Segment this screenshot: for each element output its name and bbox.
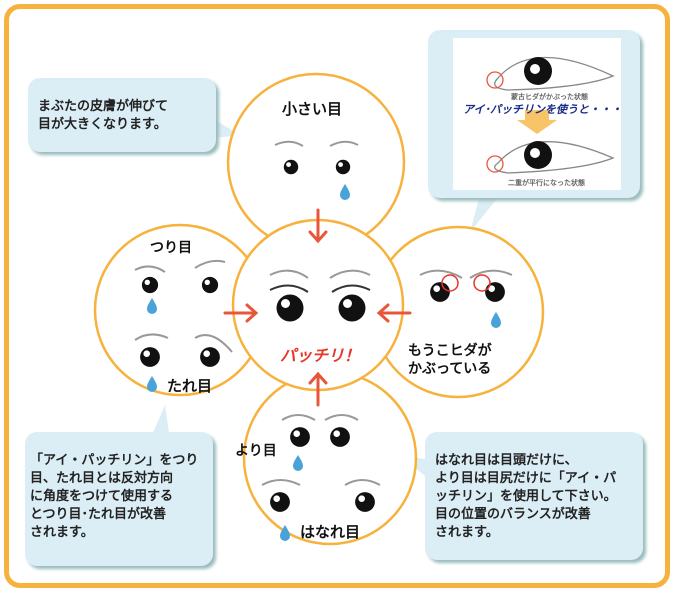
eyebrows	[419, 269, 513, 279]
eye-icon	[283, 159, 299, 175]
callout-text: まぶたの皮膚が伸びて 目が大きくなります。	[38, 99, 169, 132]
eyebrows	[134, 259, 233, 353]
eyebrows	[274, 140, 359, 147]
eye-icon	[200, 347, 220, 367]
label-wide-set-eyes: はなれ目	[300, 523, 361, 541]
eye-icon	[330, 427, 350, 447]
callout-tail	[150, 405, 170, 440]
caption-after: 二重が平行になった状態	[508, 179, 585, 187]
label-upturned-eyes: つり目	[150, 240, 192, 256]
callout-tail	[470, 195, 500, 232]
eye-icon	[141, 276, 159, 294]
callout-small-eyes: まぶたの皮膚が伸びて 目が大きくなります。	[28, 78, 216, 152]
eye-icon	[430, 282, 450, 302]
eye-icon	[140, 347, 160, 367]
arrow-left-icon	[376, 303, 412, 323]
before-after-illustration: 蒙古ヒダがかぶった状態 アイ･パッチリンを使うと・・・ 二重が平行になった状態	[453, 38, 622, 190]
callout-text: はなれ目は目頭だけに、 より目は目尻だけに「アイ・パ ッチリン」を使用して下さい…	[435, 453, 617, 540]
arrow-down-icon	[308, 208, 328, 244]
caption-before: 蒙古ヒダがかぶった状態	[511, 93, 588, 101]
arrow-right-icon	[223, 303, 259, 323]
eye-icon	[355, 492, 375, 512]
highlight-circle	[473, 274, 491, 292]
label-small-eyes: 小さい目	[282, 100, 343, 118]
callout-text: 「アイ・パッチリン」をつり 目、たれ目とは反対方向 に角度をつけて使用する とつ…	[30, 453, 199, 540]
eyebrows	[261, 414, 381, 486]
callout-close-wide: はなれ目は目頭だけに、 より目は目尻だけに「アイ・パ ッチリン」を使用して下さい…	[425, 432, 643, 560]
eye-icon	[338, 294, 366, 322]
label-bright-eyes: パッチリ！	[280, 346, 361, 365]
label-epicanthic-fold: もうこヒダが かぶっている	[408, 343, 492, 377]
eye-icon	[276, 294, 304, 322]
eye-icon	[290, 427, 310, 447]
eyelids	[269, 284, 371, 293]
arrow-icons	[223, 208, 412, 407]
highlight-circle	[441, 274, 459, 292]
eyebrows	[269, 269, 371, 279]
eye-icon	[335, 159, 351, 175]
eye-icon	[201, 276, 219, 294]
label-close-set-eyes: より目	[235, 443, 277, 459]
arrow-up-icon	[308, 371, 328, 407]
eye-icon	[485, 282, 505, 302]
eye-diagram	[486, 56, 615, 174]
arrow-down-icon	[517, 110, 557, 134]
callout-upturned-droopy: 「アイ・パッチリン」をつり 目、たれ目とは反対方向 に角度をつけて使用する とつ…	[25, 432, 213, 566]
label-droopy-eyes: たれ目	[167, 377, 213, 395]
eye-icon	[270, 492, 290, 512]
illustration-headline: アイ･パッチリンを使うと・・・	[463, 103, 622, 116]
